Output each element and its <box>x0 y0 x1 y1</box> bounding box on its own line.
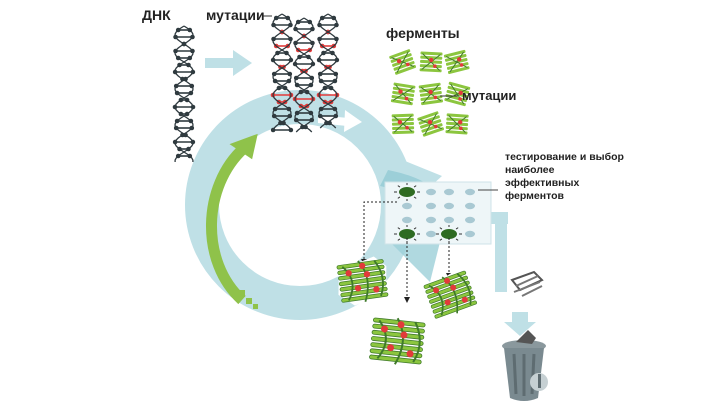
enzyme <box>445 113 469 135</box>
selected-enzyme <box>336 256 389 306</box>
enzyme <box>417 111 444 137</box>
mutated-dna-strand <box>316 13 340 129</box>
arrow-icon <box>504 312 536 336</box>
testing-label-line-2: наиболее <box>505 164 555 176</box>
rejected-enzyme <box>510 270 544 297</box>
plate-well <box>426 230 436 238</box>
plate-well <box>426 216 436 224</box>
mutations-label-right: мутации <box>462 88 516 103</box>
enzyme <box>391 113 415 135</box>
selected-well <box>441 229 457 239</box>
selection-arrows <box>361 201 452 303</box>
enzyme <box>418 82 443 106</box>
plate-well <box>465 230 475 238</box>
testing-label-line-1: тестирование и выбор <box>505 151 624 163</box>
enzyme <box>419 51 443 73</box>
green-cycle-arrow <box>206 133 258 309</box>
discard-path <box>502 270 548 401</box>
leader-lines <box>262 15 458 97</box>
mutated-dna-strand <box>292 17 316 133</box>
plate-well <box>402 216 412 224</box>
dna-label: ДНК <box>142 7 171 23</box>
selected-enzymes <box>336 256 477 366</box>
plate-well <box>465 216 475 224</box>
mutated-dna-strand <box>270 13 294 133</box>
dna-helix <box>172 25 196 162</box>
enzyme <box>389 49 417 75</box>
enzyme <box>390 82 416 106</box>
arrow-icon <box>205 50 252 76</box>
selected-well <box>399 187 415 197</box>
testing-label-line-3: эффективных <box>505 177 579 189</box>
testing-label-line-4: ферментов <box>505 190 565 202</box>
screening-plate <box>384 181 498 245</box>
plate-well <box>444 188 454 196</box>
plate-well <box>444 202 454 210</box>
enzyme <box>443 49 470 74</box>
mutations-label-top: мутации <box>206 7 265 23</box>
dna-strand <box>172 25 196 162</box>
plate-well <box>426 188 436 196</box>
selected-enzyme <box>367 317 428 366</box>
mutated-dna-helices <box>270 13 340 133</box>
selected-well <box>399 229 415 239</box>
selected-enzyme <box>423 269 477 319</box>
plate-well <box>465 188 475 196</box>
plate-well <box>426 202 436 210</box>
enzyme-library <box>389 49 471 137</box>
plate-well <box>444 216 454 224</box>
enzymes-label: ферменты <box>386 25 460 41</box>
trash-bin-icon <box>502 330 548 401</box>
enzyme <box>444 81 471 107</box>
plate-well <box>402 202 412 210</box>
plate-well <box>465 202 475 210</box>
